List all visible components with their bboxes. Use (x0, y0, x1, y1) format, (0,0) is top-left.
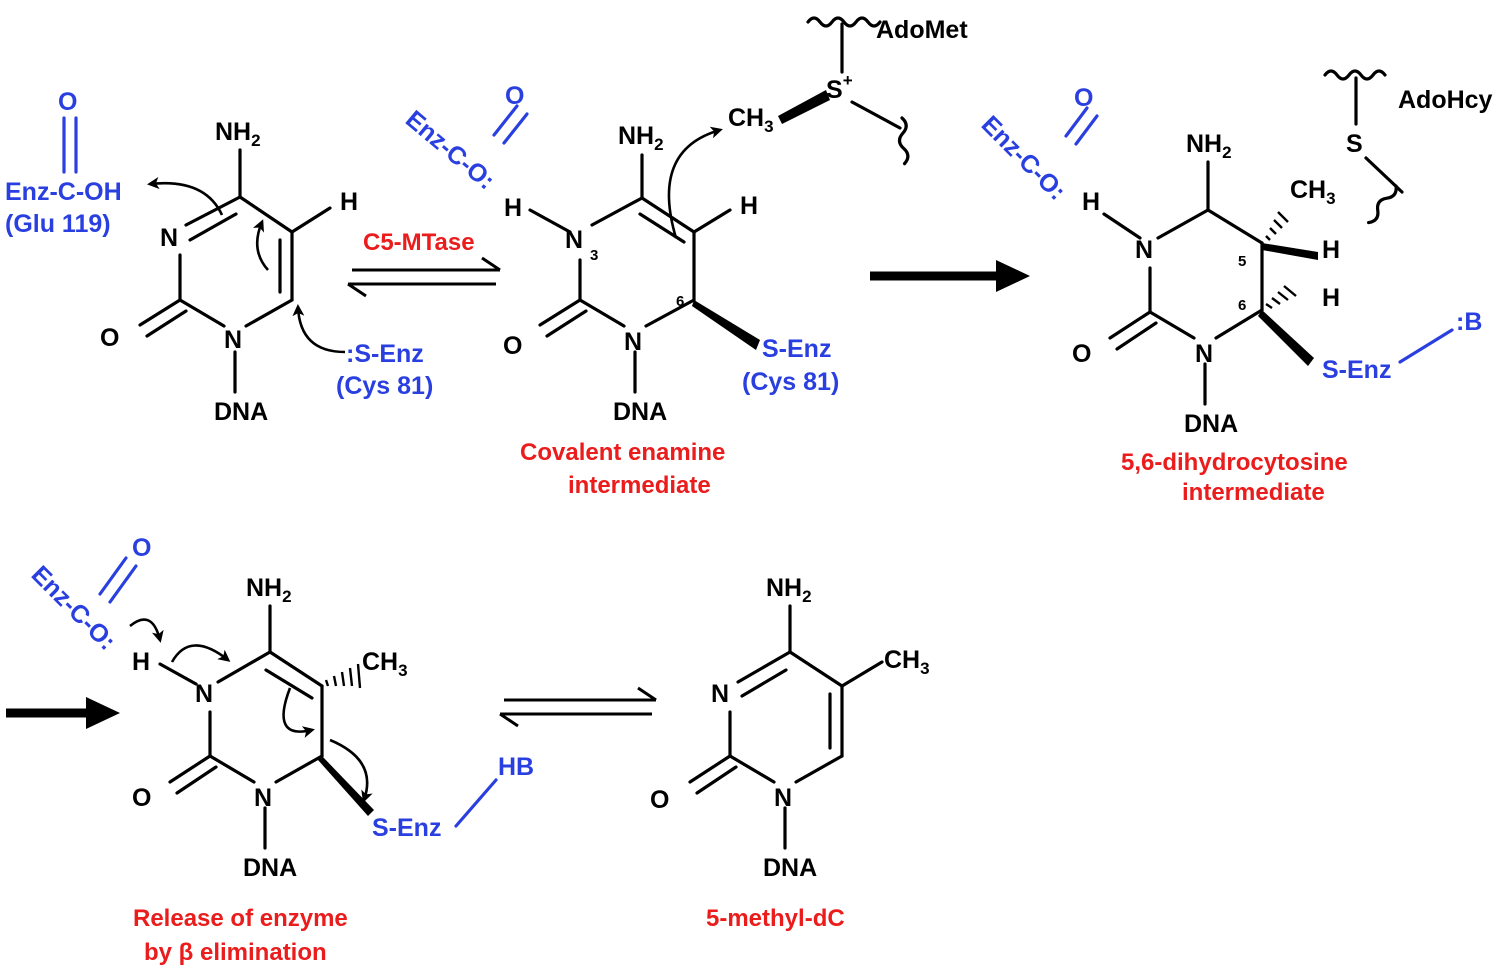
adomet-label: AdoMet (876, 16, 968, 44)
cys-bound-label: S-Enz (372, 814, 441, 842)
release-caption-line2: by β elimination (144, 939, 327, 966)
n1-atom: N (1195, 340, 1213, 368)
n3-atom: N (565, 226, 583, 254)
amino-group: NH2 (215, 118, 261, 150)
h5-atom: H (1322, 236, 1340, 264)
h3-atom: H (132, 648, 150, 676)
dna-label: DNA (1184, 410, 1238, 438)
adomet-cofactor: S+ CH3 AdoMet (728, 16, 968, 166)
thioether-atom: S (1346, 130, 1363, 158)
intermediate-1-caption-line1: Covalent enamine (520, 439, 725, 466)
release-caption-line1: Release of enzyme (133, 905, 348, 932)
protonated-base-label: HB (498, 753, 534, 781)
cys-residue-label: (Cys 81) (742, 368, 839, 396)
cys-bound-label: S-Enz (762, 335, 831, 363)
cys-thiolate-label: :S-Enz (346, 340, 424, 368)
dna-label: DNA (613, 398, 667, 426)
carbonyl-oxygen: O (100, 324, 119, 352)
glu-residue-label: (Glu 119) (5, 210, 111, 238)
dihydrocytosine-structure: NH2 N 5 6 N O H CH3 H H DNA S-Enz :B O E… (976, 84, 1483, 506)
position-6-label: 6 (1238, 297, 1246, 314)
dna-label: DNA (763, 854, 817, 882)
h5-atom: H (740, 192, 758, 220)
reaction-arrow-1 (870, 260, 1030, 292)
adohcy-cofactor: S AdoHcy (1323, 69, 1493, 225)
n3-atom: N (1135, 236, 1153, 264)
methylcytosine-structure: NH2 N N O CH3 DNA 5-methyl-dC (650, 574, 930, 932)
enz-carboxylate-label: Enz-C-O: (976, 110, 1071, 205)
cys81-thiolate: :S-Enz (Cys 81) (336, 340, 433, 400)
h3-atom: H (504, 194, 522, 222)
cys-bound-label: S-Enz (1322, 356, 1391, 384)
n3-atom: N (711, 680, 729, 708)
methyl-group: CH3 (362, 648, 408, 680)
enz-carbonyl-oxygen: O (505, 82, 524, 110)
amino-group: NH2 (246, 574, 292, 606)
intermediate-2-caption-line2: intermediate (1182, 479, 1325, 506)
sulfonium-atom: S+ (826, 71, 853, 104)
h6-atom: H (1322, 284, 1340, 312)
enz-carbonyl-oxygen: O (1074, 84, 1093, 112)
n1-atom: N (254, 784, 272, 812)
position-5-label: 5 (1238, 253, 1246, 270)
enz-carboxylate-label: Enz-C-O: (26, 560, 121, 655)
n1-atom: N (224, 326, 242, 354)
enzyme-name-label: C5-MTase (363, 229, 475, 256)
glu-oxygen: O (58, 88, 77, 116)
amino-group: NH2 (618, 122, 664, 154)
product-caption: 5-methyl-dC (706, 905, 845, 932)
dna-label: DNA (214, 398, 268, 426)
cys-residue-label: (Cys 81) (336, 372, 433, 400)
carbonyl-oxygen: O (1072, 340, 1091, 368)
position-6-label: 6 (676, 293, 684, 310)
amino-group: NH2 (1186, 130, 1232, 162)
intermediate-1-caption-line2: intermediate (568, 472, 711, 499)
enzyme-release-structure: NH2 N N O H CH3 DNA S-Enz HB O Enz-C-O: … (26, 534, 534, 966)
n3-atom: N (195, 680, 213, 708)
carbonyl-oxygen: O (503, 332, 522, 360)
methyl-group: CH3 (728, 104, 774, 136)
n3-atom: N (160, 224, 178, 252)
equilibrium-arrows-1: C5-MTase (347, 229, 501, 298)
carbonyl-oxygen: O (650, 786, 669, 814)
cytosine-structure: NH2 N N O H DNA (100, 118, 358, 426)
h5-atom: H (340, 188, 358, 216)
n1-atom: N (774, 784, 792, 812)
methyl-group: CH3 (1290, 176, 1336, 208)
base-label: :B (1456, 308, 1482, 336)
n1-atom: N (624, 328, 642, 356)
glu119-group: O Enz-C-OH (Glu 119) (5, 88, 122, 238)
h3-atom: H (1082, 188, 1100, 216)
dna-label: DNA (243, 854, 297, 882)
enz-carboxylate-label: Enz-C-O: (400, 105, 500, 195)
intermediate-2-caption-line1: 5,6-dihydrocytosine (1121, 449, 1348, 476)
position-3-label: 3 (590, 247, 598, 264)
covalent-enamine-structure: NH2 N 3 6 N O H H DNA S-Enz (Cys 81) O E… (400, 82, 839, 499)
reaction-arrow-2 (6, 697, 120, 729)
carbonyl-oxygen: O (132, 784, 151, 812)
adohcy-label: AdoHcy (1398, 86, 1493, 114)
equilibrium-arrows-2 (499, 686, 657, 728)
methyl-group: CH3 (884, 646, 930, 678)
enz-carbonyl-oxygen: O (132, 534, 151, 562)
amino-group: NH2 (766, 574, 812, 606)
glu-acid-label: Enz-C-OH (5, 178, 122, 206)
